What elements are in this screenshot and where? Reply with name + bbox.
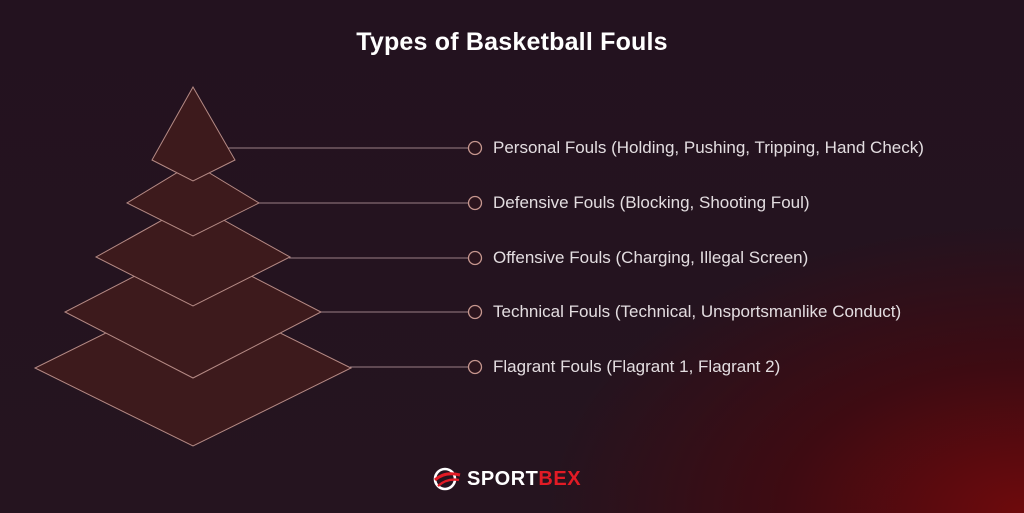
label-personal-fouls: Personal Fouls (Holding, Pushing, Trippi… bbox=[493, 138, 924, 157]
logo-text-sport: SPORT bbox=[467, 467, 539, 490]
logo-text-bex: BEX bbox=[538, 467, 582, 490]
label-technical-fouls: Technical Fouls (Technical, Unsportsmanl… bbox=[493, 302, 902, 321]
ball-logo-icon bbox=[433, 467, 461, 491]
page-title: Types of Basketball Fouls bbox=[356, 28, 668, 56]
bullet-personal bbox=[467, 140, 483, 156]
pyramid-layer-defensive bbox=[125, 162, 261, 237]
bullet-flagrant bbox=[467, 359, 483, 375]
bullet-defensive bbox=[467, 195, 483, 211]
bullet-offensive bbox=[467, 250, 483, 266]
label-flagrant-fouls: Flagrant Fouls (Flagrant 1, Flagrant 2) bbox=[493, 357, 781, 376]
pyramid-layer-offensive bbox=[94, 202, 292, 307]
label-defensive-fouls: Defensive Fouls (Blocking, Shooting Foul… bbox=[493, 193, 810, 212]
pyramid-layer-personal bbox=[151, 85, 236, 182]
logo-wordmark: SPORTBEX bbox=[467, 468, 581, 491]
sportbex-logo: SPORTBEX bbox=[432, 466, 581, 492]
label-offensive-fouls: Offensive Fouls (Charging, Illegal Scree… bbox=[493, 248, 809, 267]
bullet-technical bbox=[467, 304, 483, 320]
pyramid-layer-technical bbox=[63, 245, 323, 379]
